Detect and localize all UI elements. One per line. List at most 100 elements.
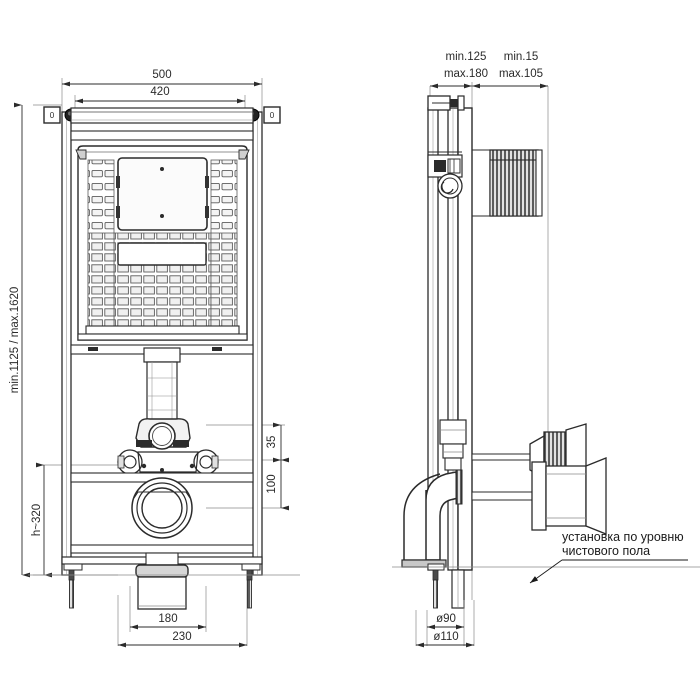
dimension-230: 230: [118, 631, 247, 648]
side-pipe-collar-a: [439, 419, 467, 445]
dimension-500: 500: [62, 69, 262, 87]
dimension-35-label: 35: [266, 436, 278, 449]
cistern-access-plate: [117, 157, 208, 231]
dimension-500-label: 500: [152, 69, 171, 81]
foot-right-plate: [241, 563, 261, 571]
dimension-floor-height-label: h~320: [31, 504, 43, 536]
bracket-plate-right: [263, 106, 281, 124]
cistern-grid-field-right: [210, 232, 238, 327]
bracket-plate-left: [43, 106, 61, 124]
connector-hub-bore-inner: [152, 426, 172, 446]
top-rail-body: [70, 107, 254, 124]
side-inlet-valve: [427, 151, 463, 178]
upper-rail-body: [70, 130, 254, 141]
side-bracket-washer: [457, 95, 465, 111]
waste-outlet-seat: [133, 491, 191, 499]
elbow-pipe-outer-wall: [403, 473, 441, 560]
dimension-35: 35: [266, 422, 290, 463]
foot-left-threaded-rod: [69, 579, 74, 609]
mid-rail-fixing-left: [88, 347, 98, 351]
mid-rail-fixing-right: [212, 347, 222, 351]
waste-outlet-inner: [141, 487, 183, 529]
stud-bolt-tie-plate: [137, 451, 199, 473]
floor-level-note-line1: установка по уровню: [562, 530, 684, 544]
side-ribbed-block: [472, 149, 543, 217]
tie-plate-hole-right: [189, 463, 195, 469]
side-soil-pipe-down: [451, 569, 465, 609]
access-plate-hole-top: [160, 167, 164, 171]
access-plate-lug-right-bottom: [205, 206, 209, 218]
stud-bolt-left-nut: [117, 455, 125, 469]
front-elevation-view: 500 420 min.1125 / max.1620 h~320 35: [9, 69, 300, 648]
cistern-base-plate: [77, 333, 248, 341]
bracket-marker-left-label: 0: [50, 111, 55, 120]
side-depth-right-min-label: min.15: [504, 51, 539, 63]
dimension-floor-height: h~320: [31, 462, 53, 578]
side-depth-left-min-label: min.125: [446, 51, 487, 63]
upper-support-rail: [70, 130, 254, 141]
waste-socket-flange: [531, 461, 547, 531]
side-stud-rod: [471, 453, 531, 461]
soil-pipe-stub-front: [135, 552, 189, 610]
dimension-420: 420: [75, 86, 245, 104]
top-cross-rail: [70, 107, 254, 124]
side-lower-pipework: [439, 419, 467, 471]
cistern-flush-slot: [117, 242, 207, 266]
side-pipe-collar-b: [442, 443, 464, 459]
waste-socket-mouth: [585, 457, 607, 535]
wc-stud-bolts: [117, 449, 219, 475]
tie-plate-hole-left: [141, 463, 147, 469]
dimension-height-range-label: min.1125 / max.1620: [9, 287, 21, 394]
waste-socket-body: [545, 465, 587, 527]
cistern-bottom-band: [85, 325, 240, 335]
inlet-valve-core: [434, 160, 446, 172]
dimension-height-range: min.1125 / max.1620: [9, 102, 31, 578]
access-plate-lug-left-bottom: [116, 206, 120, 218]
dimension-420-label: 420: [150, 86, 169, 98]
soil-stub-neck: [145, 552, 179, 566]
side-section-view: min.125 max.180 min.15 max.105: [392, 51, 700, 648]
elbow-pipe-body: [425, 471, 459, 561]
access-plate-lug-left-top: [116, 176, 120, 188]
dimension-230-label: 230: [172, 631, 191, 643]
access-plate-lug-right-top: [205, 176, 209, 188]
elbow-pipe-seal: [455, 469, 463, 505]
side-bottom-dimensions: ø90 ø110: [415, 600, 475, 648]
bracket-marker-right-label: 0: [270, 111, 275, 120]
side-foot-nut: [432, 569, 439, 581]
dimension-180: 180: [130, 613, 206, 630]
bottom-rail-upper: [70, 544, 254, 554]
stud-bolt-right-nut: [211, 455, 219, 469]
cistern-clip-top-right: [238, 149, 250, 160]
stud-bolt-left-bore: [123, 455, 137, 469]
flush-valve-arc: [440, 181, 454, 194]
side-flush-valve: [437, 173, 463, 199]
cistern-assembly: [75, 145, 250, 341]
soil-stub-body: [137, 576, 187, 610]
floor-level-annotation: установка по уровню чистового пола: [529, 530, 688, 584]
flush-pipe-collar-top: [143, 347, 181, 363]
tie-plate-hole-center: [160, 468, 164, 472]
dimension-d110-label: ø110: [433, 631, 458, 643]
dimension-100-label: 100: [266, 474, 278, 493]
side-top-bracket: [427, 95, 465, 111]
access-plate-hole-bottom: [160, 214, 164, 218]
dimension-d90-label: ø90: [436, 613, 456, 625]
waste-outlet-front: [131, 477, 193, 539]
foot-right-threaded-rod: [247, 579, 252, 609]
side-foot-threaded-rod: [433, 579, 438, 609]
floor-level-note-leader: [529, 559, 563, 584]
flush-connector-hub: [135, 418, 191, 450]
hub-bracket-right: [173, 440, 189, 447]
side-elbow-pipe: [401, 469, 463, 568]
ribbed-block-lower: [489, 159, 539, 217]
ribbed-block-endcap: [535, 149, 543, 217]
floor-level-note-line2: чистового пола: [562, 544, 650, 558]
side-depth-left-max-label: max.180: [444, 68, 488, 80]
side-pipe-collar-c: [444, 457, 462, 471]
waste-socket-stem: [471, 491, 533, 501]
side-bracket-nut: [450, 99, 458, 107]
cistern-grid-field-left: [87, 232, 115, 327]
